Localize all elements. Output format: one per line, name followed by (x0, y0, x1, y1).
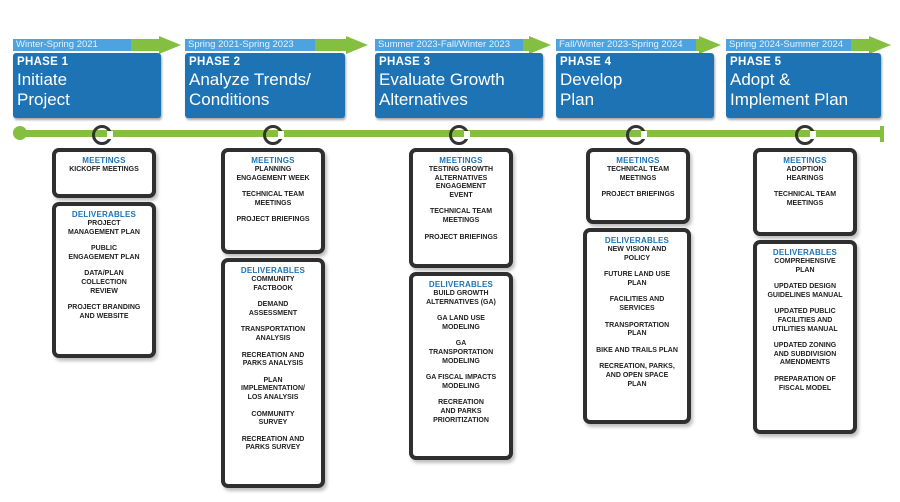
phase-5-deliverables-card: DELIVERABLES COMPREHENSIVE PLAN UPDATED … (753, 240, 857, 434)
deliverable-item: TRANSPORTATION ANALYSIS (240, 326, 306, 342)
deliverable-item: COMMUNITY SURVEY (251, 410, 295, 427)
meetings-heading: MEETINGS (439, 156, 483, 165)
deliverables-heading: DELIVERABLES (772, 248, 838, 257)
meeting-item: TECHNICAL TEAM MEETINGS (241, 191, 305, 207)
phase-dates: Summer 2023-Fall/Winter 2023 (378, 39, 510, 50)
arrow-right-icon (375, 36, 551, 56)
deliverable-item: TRANSPORTATION PLAN (604, 321, 670, 338)
meetings-heading: MEETINGS (82, 156, 126, 165)
phase-5-meetings-card: MEETINGS ADOPTION HEARINGS TECHNICAL TEA… (753, 148, 857, 236)
phase-name: Adopt & Implement Plan (730, 70, 849, 109)
phase-number: PHASE 3 (379, 56, 431, 68)
deliverable-item: COMPREHENSIVE PLAN (774, 258, 836, 274)
phase-title-box: PHASE 2 Analyze Trends/ Conditions (185, 53, 345, 118)
meetings-heading: MEETINGS (251, 156, 295, 165)
deliverable-item: COMMUNITY FACTBOOK (251, 276, 295, 292)
phase-name: Analyze Trends/ Conditions (189, 70, 311, 109)
timeline-connector-icon (92, 125, 113, 145)
phase-number: PHASE 2 (189, 56, 241, 68)
phase-2-meetings-card: MEETINGS PLANNING ENGAGEMENT WEEK TECHNI… (221, 148, 325, 254)
deliverable-item: GA FISCAL IMPACTS MODELING (425, 374, 497, 390)
phase-2-deliverables-card: DELIVERABLES COMMUNITY FACTBOOK DEMAND A… (221, 258, 325, 488)
deliverable-item: NEW VISION AND POLICY (607, 246, 667, 262)
deliverable-item: PROJECT MANAGEMENT PLAN (68, 220, 140, 236)
meeting-item: PROJECT BRIEFINGS (601, 191, 675, 199)
phase-name: Develop Plan (560, 70, 623, 109)
timeline-end-cap (880, 126, 884, 142)
phase-dates: Winter-Spring 2021 (16, 39, 98, 50)
meeting-item: TECHNICAL TEAM MEETINGS (773, 191, 837, 207)
phase-title-box: PHASE 5 Adopt & Implement Plan (726, 53, 881, 118)
deliverables-heading: DELIVERABLES (604, 236, 670, 245)
deliverable-item: UPDATED PUBLIC FACILITIES AND UTILITIES … (772, 308, 838, 333)
deliverable-item: FACILITIES AND SERVICES (609, 296, 665, 312)
deliverable-item: BIKE AND TRAILS PLAN (596, 346, 678, 354)
timeline-connector-icon (795, 125, 816, 145)
arrow-right-icon (13, 36, 181, 56)
phase-dates: Spring 2024-Summer 2024 (729, 39, 844, 50)
arrow-right-icon (556, 36, 721, 56)
timeline-connector-icon (449, 125, 470, 145)
deliverables-heading: DELIVERABLES (428, 280, 494, 289)
phase-3-meetings-card: MEETINGS TESTING GROWTH ALTERNATIVES ENG… (409, 148, 513, 268)
phase-name: Evaluate Growth Alternatives (379, 70, 505, 109)
phase-1-meetings-card: MEETINGS KICKOFF MEETINGS (52, 148, 156, 198)
timeline-connector-icon (626, 125, 647, 145)
phase-5-header: Spring 2024-Summer 2024 PHASE 5 Adopt & … (726, 36, 891, 120)
deliverable-item: UPDATED ZONING AND SUBDIVISION AMENDMENT… (773, 342, 837, 367)
arrow-right-icon (185, 36, 368, 56)
deliverables-heading: DELIVERABLES (71, 210, 137, 219)
phase-number: PHASE 1 (17, 56, 69, 68)
meeting-item: PROJECT BRIEFINGS (236, 216, 310, 224)
phase-4-meetings-card: MEETINGS TECHNICAL TEAM MEETINGS PROJECT… (586, 148, 690, 224)
phase-title-box: PHASE 1 Initiate Project (13, 53, 161, 118)
deliverable-item: GA TRANSPORTATION MODELING (428, 340, 494, 365)
phase-2-header: Spring 2021-Spring 2023 PHASE 2 Analyze … (185, 36, 368, 120)
deliverable-item: RECREATION AND PARKS PRIORITIZATION (433, 399, 489, 424)
phase-title-box: PHASE 4 Develop Plan (556, 53, 714, 118)
phase-1-deliverables-card: DELIVERABLES PROJECT MANAGEMENT PLAN PUB… (52, 202, 156, 358)
deliverable-item: PLAN IMPLEMENTATION/ LOS ANALYSIS (241, 376, 305, 401)
timeline-connector-icon (263, 125, 284, 145)
meeting-item: TECHNICAL TEAM MEETINGS (606, 166, 670, 182)
meeting-item: TECHNICAL TEAM MEETINGS (429, 208, 493, 224)
meetings-heading: MEETINGS (783, 156, 827, 165)
deliverable-item: DATA/PLAN COLLECTION REVIEW (81, 270, 127, 295)
deliverable-item: FUTURE LAND USE PLAN (603, 271, 671, 287)
deliverables-heading: DELIVERABLES (240, 266, 306, 275)
phase-number: PHASE 4 (560, 56, 612, 68)
phase-number: PHASE 5 (730, 56, 782, 68)
phase-dates: Spring 2021-Spring 2023 (188, 39, 294, 50)
deliverable-item: UPDATED DESIGN GUIDELINES MANUAL (767, 283, 843, 299)
phase-title-box: PHASE 3 Evaluate Growth Alternatives (375, 53, 543, 118)
phase-4-deliverables-card: DELIVERABLES NEW VISION AND POLICY FUTUR… (583, 228, 691, 424)
deliverable-item: PREPARATION OF FISCAL MODEL (774, 375, 836, 392)
phase-4-header: Fall/Winter 2023-Spring 2024 PHASE 4 Dev… (556, 36, 721, 120)
deliverable-item: RECREATION AND PARKS SURVEY (241, 435, 305, 452)
deliverable-item: RECREATION AND PARKS ANALYSIS (241, 351, 305, 368)
meeting-item: ADOPTION HEARINGS (786, 166, 824, 182)
meeting-item: PLANNING ENGAGEMENT WEEK (236, 166, 310, 182)
meeting-item: PROJECT BRIEFINGS (424, 233, 498, 241)
phase-3-deliverables-card: DELIVERABLES BUILD GROWTH ALTERNATIVES (… (409, 272, 513, 460)
deliverable-item: DEMAND ASSESSMENT (248, 301, 298, 317)
arrow-right-icon (726, 36, 891, 56)
meeting-item: KICKOFF MEETINGS (69, 166, 139, 173)
meeting-item: TESTING GROWTH ALTERNATIVES ENGAGEMENT E… (428, 166, 494, 199)
deliverable-item: BUILD GROWTH ALTERNATIVES (GA) (426, 290, 496, 306)
deliverable-item: GA LAND USE MODELING (437, 315, 485, 331)
phase-3-header: Summer 2023-Fall/Winter 2023 PHASE 3 Eva… (375, 36, 551, 120)
deliverable-item: RECREATION, PARKS, AND OPEN SPACE PLAN (599, 363, 675, 388)
deliverable-item: PROJECT BRANDING AND WEBSITE (67, 304, 141, 320)
phase-name: Initiate Project (17, 70, 70, 109)
meetings-heading: MEETINGS (616, 156, 660, 165)
deliverable-item: PUBLIC ENGAGEMENT PLAN (68, 245, 140, 261)
phase-1-header: Winter-Spring 2021 PHASE 1 Initiate Proj… (13, 36, 181, 120)
phase-dates: Fall/Winter 2023-Spring 2024 (559, 39, 683, 50)
